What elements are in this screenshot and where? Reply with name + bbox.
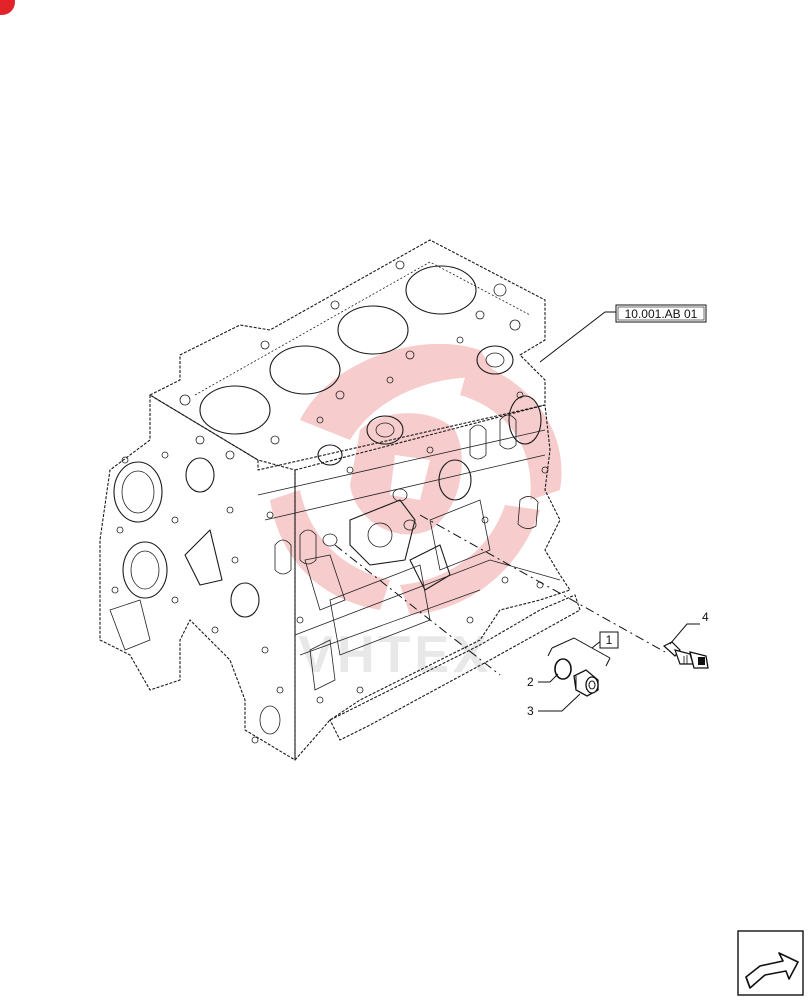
next-page-arrow-icon[interactable]: [737, 930, 804, 996]
callout-3: 3: [527, 704, 534, 718]
watermark-text: VHTEX: [298, 626, 491, 684]
reference-label: 10.001.AB 01: [625, 307, 698, 321]
plug-part: [573, 669, 599, 697]
callout-2: 2: [527, 675, 534, 689]
group-label-box: 1: [599, 631, 619, 649]
pressure-sensor-part: [662, 641, 709, 669]
group-bracket: [547, 637, 611, 667]
engine-block: [99, 239, 581, 761]
callout-4: 4: [702, 610, 709, 624]
callout-leaders: [538, 623, 700, 712]
o-ring-part: [554, 658, 572, 680]
corner-badge-icon: [0, 0, 15, 15]
centerline-sensor: [419, 514, 666, 653]
group-label: 1: [606, 633, 613, 647]
reference-label-box[interactable]: 10.001.AB 01: [539, 304, 707, 363]
watermark: VHTEX: [270, 343, 562, 684]
centerline-plug: [334, 544, 501, 676]
